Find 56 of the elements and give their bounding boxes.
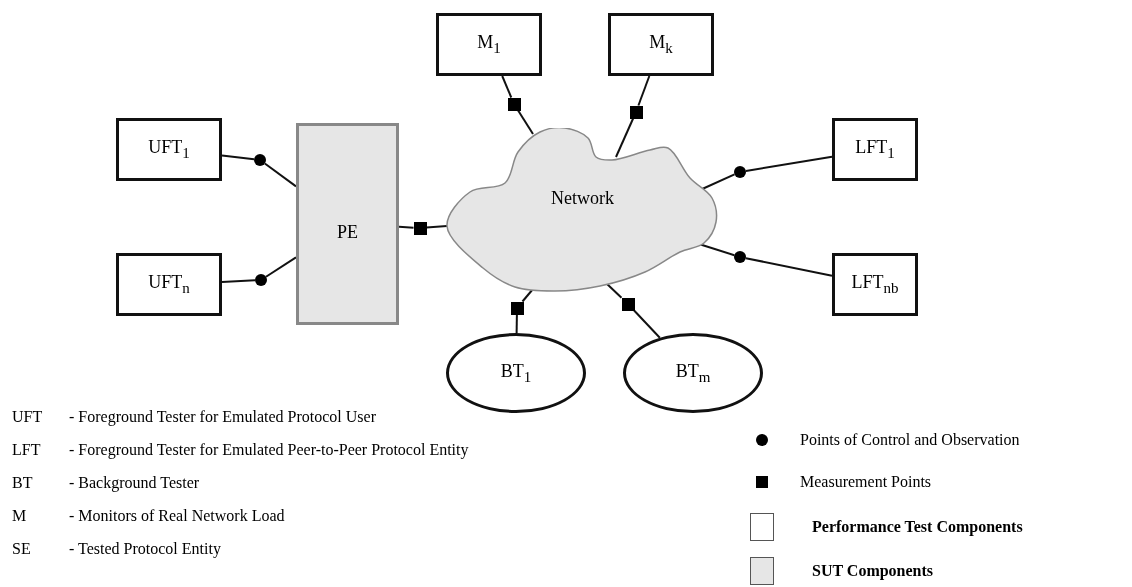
measurement-point-square xyxy=(621,297,635,311)
node-label: UFT$_{1}$ xyxy=(148,137,190,162)
connector-line xyxy=(501,75,513,99)
connector-line xyxy=(637,75,651,107)
control-point-dot xyxy=(734,166,746,178)
connector-line xyxy=(398,225,415,229)
control-point-dot xyxy=(255,274,267,286)
abbreviation-description: - Foreground Tester for Emulated Peer-to-Peer Protocol Entity xyxy=(69,440,469,460)
node-label: LFT$_{nb}$ xyxy=(851,272,899,297)
connector-line xyxy=(265,256,297,278)
connector-line xyxy=(221,154,256,161)
component-box xyxy=(116,253,222,316)
measurement-point-square xyxy=(510,301,524,315)
connector-line xyxy=(633,309,661,339)
connector-line xyxy=(515,313,518,334)
node-label: M$_{k}$ xyxy=(649,32,673,57)
connector-line xyxy=(605,282,623,299)
abbreviation-description: - Tested Protocol Entity xyxy=(69,539,221,559)
connector-line xyxy=(744,155,833,172)
node-label: LFT$_{1}$ xyxy=(855,137,895,162)
legend-label: Points of Control and Observation xyxy=(800,430,1020,450)
node-label: BT$_{1}$ xyxy=(500,360,532,386)
control-point-dot xyxy=(734,251,746,263)
control-point-dot xyxy=(254,154,266,166)
node-label: UFT$_{n}$ xyxy=(148,272,190,297)
component-box xyxy=(436,13,542,76)
legend-label: SUT Components xyxy=(812,561,934,581)
measurement-point-square xyxy=(629,105,643,119)
node-label: Network xyxy=(551,188,614,209)
abbreviation: UFT xyxy=(12,407,43,427)
connector-line xyxy=(615,117,635,158)
network-cloud xyxy=(445,128,720,293)
connector-line xyxy=(263,162,297,188)
node-label: M$_{1}$ xyxy=(477,32,501,57)
abbreviation-description: - Monitors of Real Network Load xyxy=(69,506,285,526)
abbreviation-description: - Background Tester xyxy=(69,473,200,493)
legend-label: Performance Test Components xyxy=(812,517,1023,537)
measurement-point-square xyxy=(413,221,427,235)
component-box xyxy=(608,13,714,76)
connector-line xyxy=(221,279,256,283)
abbreviation: SE xyxy=(12,539,31,559)
component-box xyxy=(296,123,399,325)
abbreviation: BT xyxy=(12,473,33,493)
node-label: BT$_{m}$ xyxy=(675,360,711,386)
connector-line xyxy=(517,109,534,135)
connector-line xyxy=(744,257,833,277)
abbreviation: M xyxy=(12,506,27,526)
abbreviation-description: - Foreground Tester for Emulated Protocol User xyxy=(69,407,376,427)
component-box xyxy=(116,118,222,181)
component-box xyxy=(832,118,918,181)
node-label: PE xyxy=(337,221,358,243)
abbreviation: LFT xyxy=(12,440,41,460)
measurement-point-square xyxy=(507,97,521,111)
legend-label: Measurement Points xyxy=(800,472,932,492)
connector-line xyxy=(425,225,448,229)
component-box xyxy=(832,253,918,316)
